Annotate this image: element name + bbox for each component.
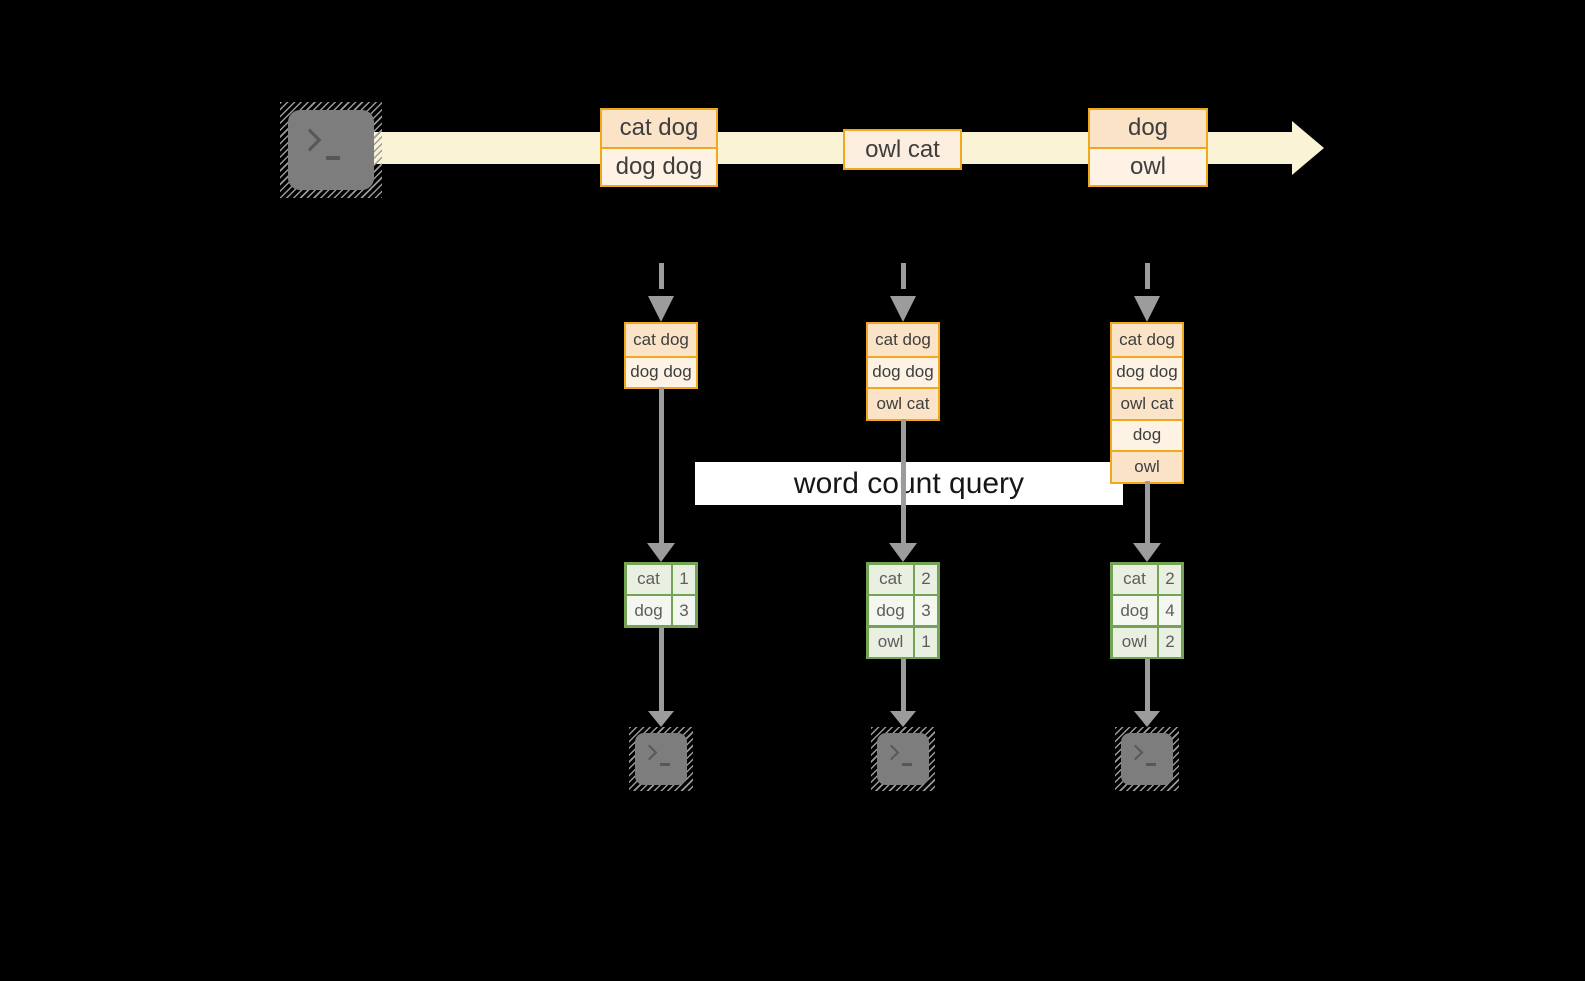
output-arrow-line [1144,659,1150,711]
count-word: cat [1112,564,1157,594]
document-line: owl [1090,146,1206,185]
count-value: 2 [1159,627,1181,657]
document-line: dog [1090,110,1206,147]
terminal-icon [280,102,382,198]
state-line: dog dog [626,355,696,387]
state-box-stage-2: cat dog dog dog owl cat [866,322,940,421]
count-word: dog [626,596,671,625]
stream-document-1: cat dog dog dog [600,108,718,187]
count-value: 2 [1159,564,1181,594]
document-line: owl cat [845,131,960,168]
query-arrow-head [1133,543,1161,562]
terminal-icon [871,727,935,791]
count-word: cat [626,564,671,594]
count-value: 1 [673,564,695,594]
state-line: cat dog [1112,324,1182,356]
query-arrow-line [900,419,906,543]
count-word: owl [868,627,913,657]
prompt-chevron-icon [298,128,322,152]
state-line: cat dog [868,324,938,356]
terminal-icon [1115,727,1179,791]
state-line: owl cat [868,387,938,419]
prompt-underscore-icon [1146,763,1156,766]
output-arrow-head [648,711,674,727]
stream-document-3: dog owl [1088,108,1208,187]
dashed-arrow-head [1134,296,1160,322]
output-arrow-line [900,659,906,711]
document-line: cat dog [602,110,716,147]
state-line: dog dog [1112,355,1182,387]
dashed-arrow-head [648,296,674,322]
count-value: 2 [915,564,937,594]
output-arrow-head [890,711,916,727]
query-arrow-line [1144,481,1150,543]
prompt-underscore-icon [326,156,340,160]
document-line: dog dog [602,146,716,185]
count-word: owl [1112,627,1157,657]
query-arrow-head [889,543,917,562]
state-line: cat dog [626,324,696,356]
dashed-arrow-segment [900,263,906,289]
count-table-stage-1: cat 1 dog 3 [624,562,698,628]
query-arrow-line [658,387,664,543]
query-label-band: word count query [695,462,1123,505]
terminal-icon [629,727,693,791]
stream-document-2: owl cat [843,129,962,170]
output-arrow-head [1134,711,1160,727]
terminal-body [877,733,929,785]
dashed-arrow-head [890,296,916,322]
count-value: 3 [915,596,937,625]
dashed-arrow-segment [658,263,664,289]
state-line: owl cat [1112,387,1182,419]
prompt-chevron-icon [641,744,658,761]
state-box-stage-1: cat dog dog dog [624,322,698,389]
terminal-body [288,110,374,190]
state-line: dog dog [868,355,938,387]
prompt-underscore-icon [660,763,670,766]
terminal-body [635,733,687,785]
count-word: dog [1112,596,1157,625]
count-table-stage-2: cat 2 dog 3 owl 1 [866,562,940,659]
count-value: 4 [1159,596,1181,625]
count-value: 1 [915,627,937,657]
prompt-chevron-icon [883,744,900,761]
query-arrow-head [647,543,675,562]
count-value: 3 [673,596,695,625]
count-word: dog [868,596,913,625]
terminal-body [1121,733,1173,785]
prompt-underscore-icon [902,763,912,766]
prompt-chevron-icon [1127,744,1144,761]
count-table-stage-3: cat 2 dog 4 owl 2 [1110,562,1184,659]
state-line: dog [1112,418,1182,450]
stream-arrow-head [1292,121,1324,175]
output-arrow-line [658,627,664,711]
state-box-stage-3: cat dog dog dog owl cat dog owl [1110,322,1184,484]
state-line: owl [1112,450,1182,482]
query-label: word count query [793,466,1025,500]
count-word: cat [868,564,913,594]
dashed-arrow-segment [1144,263,1150,289]
